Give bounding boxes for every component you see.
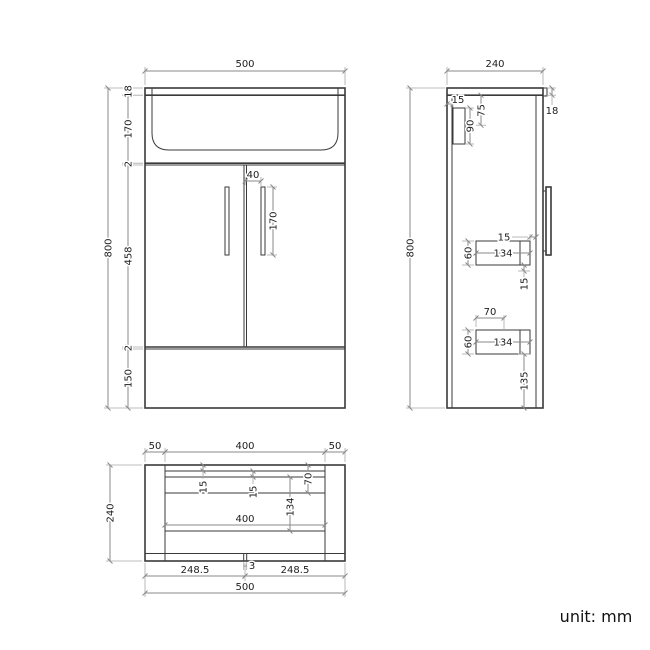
plan-inner-depth-label: 134 <box>286 497 297 516</box>
basin-bowl-outline <box>151 95 339 151</box>
plan-inner-width-label: 400 <box>235 514 254 525</box>
front-height-label: 800 <box>104 238 115 257</box>
plan-depth-label: 240 <box>106 503 117 522</box>
front-view: 500 18 170 2 458 2 150 800 40 170 <box>102 58 348 411</box>
lower-rail-length-label: 134 <box>493 338 512 349</box>
front-gap-bottom-label: 2 <box>124 345 135 351</box>
front-top-thickness-label: 18 <box>124 85 135 98</box>
plan-total-width-label: 500 <box>235 582 254 593</box>
front-basin-height-label: 170 <box>124 119 135 138</box>
upper-rail-spacing-label: 15 <box>520 278 531 291</box>
front-handle-offset-label: 40 <box>247 170 260 181</box>
countertop-overhang <box>542 87 548 97</box>
plan-rail-a-label: 15 <box>199 481 210 494</box>
side-basin-drop-label: 75 <box>477 104 488 117</box>
front-width-label: 500 <box>235 59 254 70</box>
plan-side-left-label: 50 <box>149 441 162 452</box>
side-door-handle <box>545 186 552 256</box>
to-bottom-label: 135 <box>520 371 531 390</box>
plan-rail-b-label: 15 <box>249 486 260 499</box>
side-view-object <box>446 87 552 409</box>
front-cabinet-outline <box>144 87 346 409</box>
side-height-label: 800 <box>406 238 417 257</box>
upper-rail-gap-label: 15 <box>498 233 511 244</box>
plan-opening-width-label: 400 <box>235 441 254 452</box>
plan-view-object <box>144 464 346 562</box>
front-gap-top-label: 2 <box>124 161 135 167</box>
center-divider-tab <box>243 553 248 562</box>
plan-divider-thickness-label: 3 <box>249 561 255 572</box>
unit-note: unit: mm <box>560 607 633 626</box>
plan-outline <box>144 464 346 562</box>
side-view-dimension-lines <box>406 67 556 411</box>
side-basin-depth-label: 90 <box>466 120 477 133</box>
front-door-height-label: 458 <box>124 246 135 265</box>
side-block-offset-label: 15 <box>452 95 465 106</box>
plan-back-offset-label: 70 <box>304 473 315 486</box>
side-cabinet-outline <box>446 87 544 409</box>
side-top-thickness-label: 18 <box>546 106 559 117</box>
right-door-handle <box>260 186 266 256</box>
lower-rail-height-label: 60 <box>464 336 475 349</box>
plan-half-left-label: 248.5 <box>181 565 210 576</box>
front-view-dimension-lines <box>104 67 348 411</box>
front-plinth-height-label: 150 <box>124 369 135 388</box>
front-handle-length-label: 170 <box>269 211 280 230</box>
plan-view: 50 400 50 240 15 15 70 400 134 3 248.5 2… <box>104 440 348 597</box>
plan-side-right-label: 50 <box>329 441 342 452</box>
plan-view-dimension-lines <box>106 448 348 597</box>
plan-half-right-label: 248.5 <box>281 565 310 576</box>
left-door-handle <box>224 186 230 256</box>
side-depth-label: 240 <box>485 59 504 70</box>
basin-section-block <box>452 107 466 145</box>
upper-rail-height-label: 60 <box>464 247 475 260</box>
upper-rail-length-label: 134 <box>493 249 512 260</box>
lower-rail-offset-label: 70 <box>484 307 497 318</box>
front-view-object <box>144 87 346 409</box>
side-view: 240 18 800 15 90 75 134 15 60 15 70 134 … <box>404 58 560 411</box>
